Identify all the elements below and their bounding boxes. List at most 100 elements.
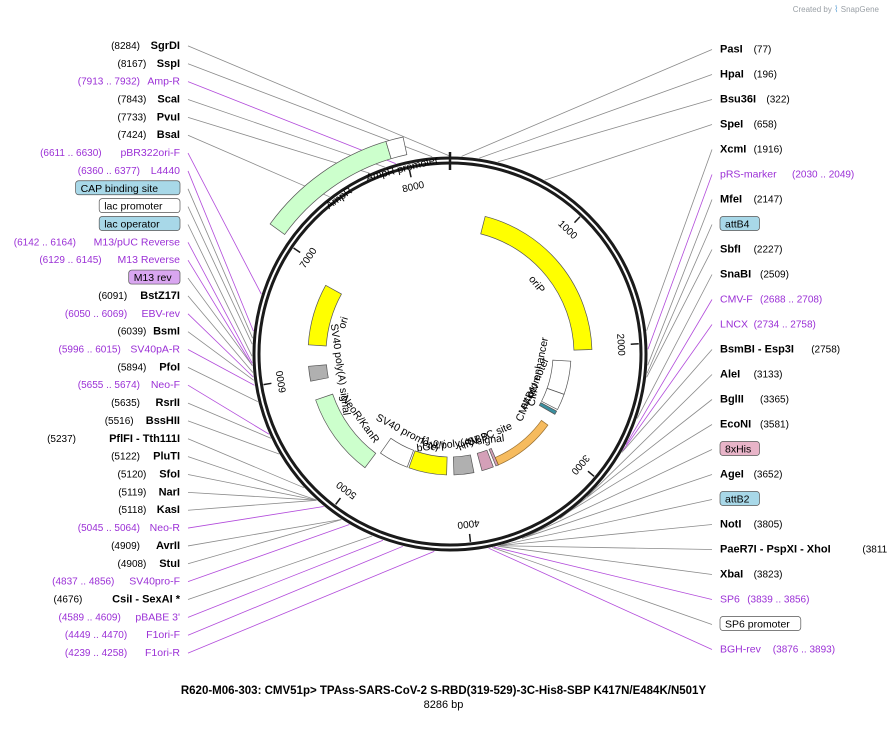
box-label-attb4[interactable]: attB4 — [719, 216, 760, 231]
feature-f1-ori[interactable] — [408, 450, 448, 476]
enzyme-label-pfoi[interactable]: (5894)PfoI — [117, 361, 180, 373]
enzyme-label-scai[interactable]: (7843)ScaI — [117, 94, 180, 106]
feature-ori[interactable] — [307, 284, 342, 347]
primer-label-sv40pa-r[interactable]: (5996 .. 6015)SV40pA-R — [59, 344, 181, 356]
enzyme-label-bglii[interactable]: (3365)BglII — [720, 394, 789, 406]
enzyme-label-avrii[interactable]: (4909)AvrII — [111, 540, 180, 552]
enzyme-label-csii-sexai[interactable]: (4676)CsiI - SexAI * — [53, 594, 180, 606]
box-label-8xhis[interactable]: 8xHis — [719, 441, 760, 456]
primer-label-pbabe-3[interactable]: (4589 .. 4609)pBABE 3' — [59, 611, 180, 623]
enzyme-label-sfoi[interactable]: (5120)SfoI — [117, 469, 180, 481]
feature-ampr-promoter[interactable] — [385, 136, 408, 160]
enzyme-label-hpai[interactable]: (196)HpaI — [720, 69, 777, 81]
enzyme-label-bsmbi-esp3i[interactable]: (2758)BsmBI - Esp3I — [720, 344, 840, 356]
enzyme-label-rsrii[interactable]: (5635)RsrII — [111, 397, 180, 409]
enzyme-label-agei[interactable]: (3652)AgeI — [720, 469, 783, 481]
leader-line-sgrdi — [187, 45, 450, 157]
enzyme-label-spei[interactable]: (658)SpeI — [720, 119, 777, 131]
feature-cmv-enhancer[interactable] — [546, 359, 572, 395]
enzyme-label-bsu36i[interactable]: (322)Bsu36I — [720, 94, 790, 106]
enzyme-label-snabi[interactable]: (2509)SnaBI — [720, 269, 789, 281]
leader-line-sbfi — [646, 249, 713, 378]
enzyme-label-mfei[interactable]: (2147)MfeI — [720, 194, 783, 206]
label-name: PflFI - Tth111I — [109, 433, 180, 445]
box-label-cap-binding-site[interactable]: CAP binding site — [75, 180, 181, 196]
enzyme-label-bsai[interactable]: (7424)BsaI — [117, 129, 180, 141]
primer-label-amp-r[interactable]: (7913 .. 7932)Amp-R — [78, 76, 181, 88]
snapgene-credit: Created by ⌇ SnapGene — [793, 4, 879, 15]
feature-sv40-promoter[interactable] — [380, 437, 415, 468]
label-position: (6039) — [117, 327, 146, 338]
feature-cmv-promoter[interactable] — [541, 387, 565, 410]
enzyme-label-sspi[interactable]: (8167)SspI — [117, 58, 180, 70]
primer-label-prs-marker[interactable]: (2030 .. 2049)pRS-marker — [720, 169, 854, 181]
label-name: AvrII — [156, 540, 180, 552]
enzyme-label-alei[interactable]: (3133)AleI — [720, 369, 783, 381]
enzyme-label-kasi[interactable]: (5118)KasI — [118, 504, 180, 516]
box-label-lac-operator[interactable]: lac operator — [98, 216, 181, 231]
primer-label-lncx[interactable]: (2734 .. 2758)LNCX — [720, 319, 816, 331]
primer-label-pbr322ori-f[interactable]: (6611 .. 6630)pBR322ori-F — [40, 147, 180, 159]
enzyme-label-bstz17i[interactable]: (6091)BstZ17I — [98, 290, 180, 302]
enzyme-label-econi[interactable]: (3581)EcoNI — [720, 419, 789, 431]
enzyme-label-stui[interactable]: (4908)StuI — [117, 558, 180, 570]
enzyme-label-sbfi[interactable]: (2227)SbfI — [720, 244, 783, 256]
label-text: 8xHis — [725, 444, 751, 456]
label-name: BglII — [720, 394, 744, 406]
primer-label-neo-f[interactable]: (5655 .. 5674)Neo-F — [78, 379, 180, 391]
feature-orip[interactable] — [480, 215, 593, 351]
feature-attb1[interactable] — [538, 402, 558, 415]
primer-label-l4440[interactable]: (6360 .. 6377)L4440 — [78, 165, 180, 177]
enzyme-label-bsmi[interactable]: (6039) BsmI — [117, 326, 180, 338]
primer-label-sp6[interactable]: (3839 .. 3856)SP6 — [720, 594, 809, 606]
annotation-labels: (77)PasI (196)HpaI (322)Bsu36I (658)SpeI (19… — [14, 40, 887, 659]
label-box — [98, 216, 181, 231]
label-position: (8284) — [111, 41, 140, 52]
box-label-m13-rev[interactable]: M13 rev — [128, 269, 181, 285]
insert-arc[interactable] — [494, 419, 549, 466]
feature-sbp[interactable] — [476, 449, 494, 472]
leader-line-lac-operator — [187, 224, 253, 357]
feature-bgh-poly-a-signal[interactable] — [452, 454, 475, 476]
label-position: (2147) — [754, 195, 783, 206]
leader-line-amp-r — [187, 81, 396, 164]
enzyme-label-noti[interactable]: (3805)NotI — [720, 519, 783, 531]
label-position: (5120) — [117, 470, 146, 481]
label-name: SspI — [157, 58, 180, 70]
enzyme-label-xcmi[interactable]: (1916)XcmI — [720, 144, 783, 156]
box-label-sp6-promoter[interactable]: SP6 promoter — [719, 616, 802, 631]
label-name: M13 Reverse — [118, 254, 181, 266]
primer-label-ebv-rev[interactable]: (6050 .. 6069)EBV-rev — [65, 308, 181, 320]
label-name: PaeR7I - PspXI - XhoI — [720, 544, 831, 556]
enzyme-label-nari[interactable]: (5119)NarI — [118, 486, 180, 498]
primer-label-cmv-f[interactable]: (2688 .. 2708)CMV-F — [720, 294, 822, 306]
enzyme-label-paer7i-pspxi-xhoi[interactable]: (3811)PaeR7I - PspXI - XhoI — [720, 544, 887, 556]
primer-label-bgh-rev[interactable]: (3876 .. 3893)BGH-rev — [720, 644, 835, 656]
primer-label-m13-puc-reverse[interactable]: (6142 .. 6164)M13/pUC Reverse — [14, 236, 180, 248]
box-label-attb2[interactable]: attB2 — [719, 491, 760, 506]
enzyme-label-pasi[interactable]: (77)PasI — [720, 44, 771, 56]
enzyme-label-pflfi-tth111i[interactable]: (5237)PflFI - Tth111I — [47, 433, 180, 445]
primer-label-neo-r[interactable]: (5045 .. 5064)Neo-R — [78, 522, 181, 534]
enzyme-label-sgrdi[interactable]: (8284)SgrDI — [111, 40, 180, 52]
primer-label-sv40pro-f[interactable]: (4837 .. 4856)SV40pro-F — [52, 576, 180, 588]
primer-label-m13-reverse[interactable]: (6129 .. 6145)M13 Reverse — [39, 254, 180, 266]
label-position: (4837 .. 4856) — [52, 577, 114, 588]
enzyme-label-bsshii[interactable]: (5516)BssHII — [105, 415, 180, 427]
box-label-lac-promoter[interactable]: lac promoter — [98, 198, 181, 213]
label-name: SV40pA-R — [130, 344, 180, 356]
feature-neor-kanr[interactable] — [315, 393, 377, 469]
primer-label-f1ori-f[interactable]: (4449 .. 4470)F1ori-F — [65, 629, 180, 641]
feature-ampr[interactable] — [269, 141, 392, 235]
label-position: (7733) — [117, 112, 146, 123]
enzyme-label-pluti[interactable]: (5122)PluTI — [111, 451, 180, 463]
feature-hrv-3c-site[interactable] — [488, 447, 499, 467]
feature-sv40-poly-a-signal[interactable] — [308, 364, 329, 382]
enzyme-label-xbai[interactable]: (3823)XbaI — [720, 569, 783, 581]
leader-line-bglii — [559, 399, 713, 519]
label-position: (4676) — [53, 595, 82, 606]
enzyme-label-pvui[interactable]: (7733)PvuI — [117, 111, 180, 123]
label-name: BsmI — [153, 326, 180, 338]
primer-label-f1ori-r[interactable]: (4239 .. 4258)F1ori-R — [65, 647, 180, 659]
